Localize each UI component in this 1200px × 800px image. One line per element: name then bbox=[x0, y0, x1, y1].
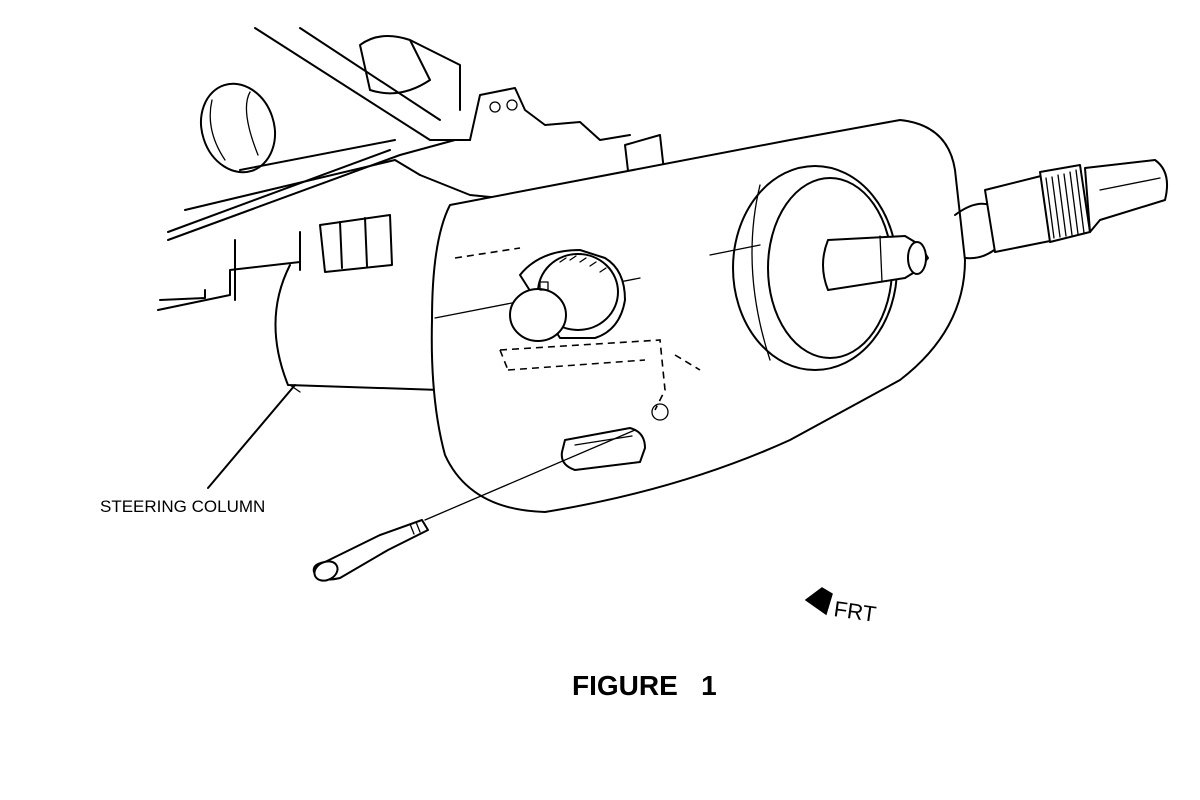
turn-signal-stalk bbox=[954, 159, 1168, 260]
left-arrow-icon bbox=[804, 587, 833, 616]
tilt-lever bbox=[312, 429, 636, 582]
dash-bracket-structure bbox=[157, 27, 666, 311]
tilt-knob-assembly bbox=[509, 249, 626, 342]
front-direction-label: FRT bbox=[832, 596, 877, 627]
steering-hub bbox=[732, 165, 929, 371]
steering-column-tube bbox=[274, 264, 441, 393]
lever-opening bbox=[560, 427, 646, 471]
component-leader-line bbox=[207, 384, 296, 489]
figure-caption: FIGURE 1 bbox=[572, 670, 717, 701]
grommet-disc bbox=[200, 82, 276, 174]
lever-slot-outline bbox=[499, 339, 701, 421]
component-label: STEERING COLUMN bbox=[100, 497, 265, 516]
front-direction-indicator: FRT bbox=[804, 587, 878, 627]
knurled-band bbox=[1045, 169, 1085, 239]
